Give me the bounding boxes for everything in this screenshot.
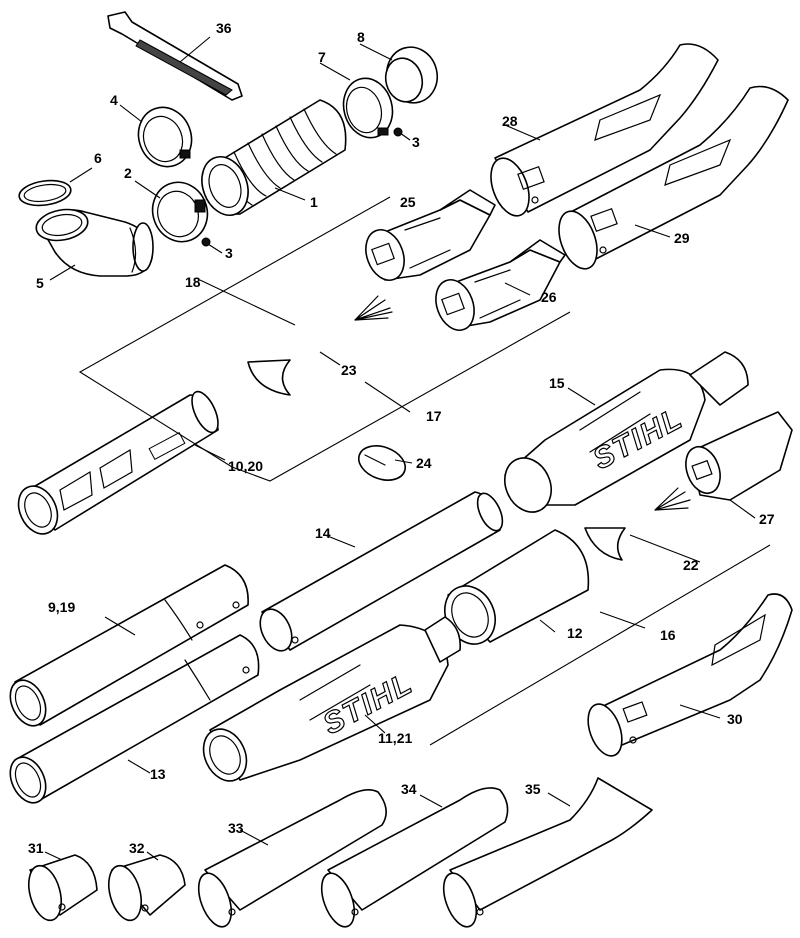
part-23-flap <box>247 359 291 396</box>
part-35-tube <box>442 777 653 928</box>
part-22-brush-flap <box>584 487 691 561</box>
part-34-tube <box>320 787 509 928</box>
label-3b: 3 <box>225 245 233 261</box>
part-6-oring <box>18 179 72 207</box>
label-7: 7 <box>318 49 326 65</box>
label-25: 25 <box>400 194 416 210</box>
label-32: 32 <box>129 840 145 856</box>
part-36-strap <box>107 11 243 101</box>
label-16: 16 <box>660 627 676 643</box>
label-24: 24 <box>416 455 432 471</box>
part-2-clamp <box>151 181 209 243</box>
part-8-ring <box>384 46 439 104</box>
label-14: 14 <box>315 525 331 541</box>
label-10-20: 10,20 <box>228 458 263 474</box>
label-27: 27 <box>759 511 775 527</box>
label-34: 34 <box>401 781 417 797</box>
part-30-tube <box>587 593 793 757</box>
label-18: 18 <box>185 274 201 290</box>
label-12: 12 <box>567 625 583 641</box>
part-5-elbow <box>35 208 154 277</box>
part-10-20-tube <box>17 390 219 535</box>
part-1-hose <box>201 99 347 216</box>
label-17: 17 <box>426 408 442 424</box>
part-13-tube <box>9 634 260 804</box>
label-35: 35 <box>525 781 541 797</box>
label-11-21: 11,21 <box>378 730 412 746</box>
label-6: 6 <box>94 150 102 166</box>
part-32-nozzle <box>107 854 186 922</box>
part-26-nozzle <box>435 239 566 331</box>
part-18-brush <box>354 295 393 321</box>
part-14-tube <box>259 491 504 652</box>
label-2: 2 <box>124 165 132 181</box>
label-5: 5 <box>36 275 44 291</box>
label-8: 8 <box>357 29 365 45</box>
part-9-19-tube <box>9 564 249 727</box>
label-28: 28 <box>502 113 518 129</box>
label-36: 36 <box>216 20 232 36</box>
label-1: 1 <box>310 194 318 210</box>
part-29-tube <box>558 85 789 270</box>
assembly-lines <box>78 196 771 746</box>
part-4-clamp <box>137 106 193 168</box>
part-25-nozzle <box>365 189 496 281</box>
label-4: 4 <box>110 92 118 108</box>
part-3a-screw <box>393 127 403 137</box>
label-15: 15 <box>549 375 565 391</box>
part-33-tube <box>197 789 387 928</box>
label-22: 22 <box>683 557 699 573</box>
part-labels: 36 8 7 4 3 6 2 1 25 3 5 28 29 18 26 23 1… <box>28 20 775 856</box>
part-31-nozzle <box>27 854 98 922</box>
label-30: 30 <box>727 711 743 727</box>
label-3a: 3 <box>412 134 420 150</box>
label-33: 33 <box>228 820 244 836</box>
part-27-nozzle <box>685 411 793 501</box>
part-7-clamp <box>342 77 394 139</box>
label-26: 26 <box>541 289 557 305</box>
leader-lines <box>44 36 756 861</box>
part-24-cap <box>357 445 407 481</box>
part-28-tube <box>490 43 719 217</box>
label-9-19: 9,19 <box>48 599 75 615</box>
label-13: 13 <box>150 766 166 782</box>
label-31: 31 <box>28 840 44 856</box>
label-29: 29 <box>674 230 690 246</box>
label-23: 23 <box>341 362 357 378</box>
